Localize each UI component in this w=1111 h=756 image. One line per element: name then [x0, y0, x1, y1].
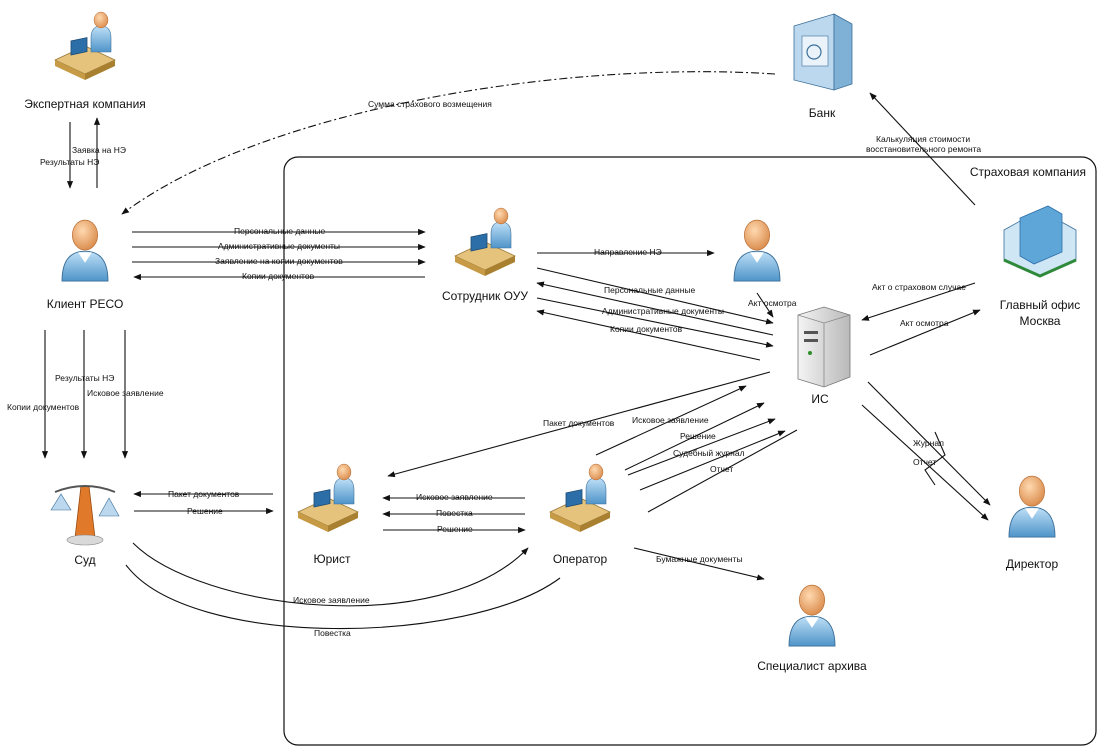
label-reshenie-lawyer: Решение: [437, 524, 473, 534]
ouu-worker-icon: [454, 207, 516, 277]
label-akt-osmotra-2: Акт осмотра: [900, 318, 949, 328]
bank-building-icon: [793, 13, 853, 91]
edge-bumazhnye: [633, 547, 765, 581]
operator-label: Оператор: [553, 552, 608, 566]
head-office-label-2: Москва: [1020, 314, 1061, 328]
label-admin: Административные документы: [218, 241, 340, 251]
label-summa: Сумма страхового возмещения: [368, 99, 492, 109]
expert-company-label: Экспертная компания: [24, 97, 146, 111]
edge-ouu-is-1: [536, 267, 774, 325]
edge-povestka-operator: [125, 564, 561, 630]
archive-label: Специалист архива: [757, 659, 867, 673]
client-person-icon: [61, 219, 109, 282]
edge-reshenie-is: [624, 402, 765, 471]
label-iskovoe-is: Исковое заявление: [632, 415, 709, 425]
label-admin-is: Административные документы: [602, 306, 724, 316]
insurance-company-container: [283, 156, 1097, 746]
label-otchet-is: Отчет: [710, 464, 733, 474]
office-building-icon: [1003, 205, 1077, 278]
label-rezultaty-court: Результаты НЭ: [55, 373, 114, 383]
label-personal: Персональные данные: [234, 226, 326, 236]
label-kalkulyaciya-2: восстановительного ремонта: [866, 144, 981, 154]
edge-ouu-is-3: [536, 297, 774, 348]
edge-akt-osmotra-head: [869, 309, 981, 356]
director-person-icon: [1008, 475, 1056, 538]
edge-iskovoe-is: [595, 385, 747, 456]
label-bumazhnye: Бумажные документы: [656, 554, 743, 564]
edge-sudebny-is: [627, 418, 776, 476]
head-office-label-1: Главный офис: [1000, 298, 1080, 312]
label-kalkulyaciya-1: Калькуляция стоимости: [876, 134, 970, 144]
label-reshenie-court: Решение: [187, 506, 223, 516]
edge-zhurnal: [867, 381, 991, 506]
bank-label: Банк: [809, 106, 836, 120]
label-iskovoe-lawyer: Исковое заявление: [416, 492, 493, 502]
label-zhurnal: Журнал: [913, 438, 944, 448]
lawyer-worker-icon: [297, 463, 359, 533]
label-akt-osmotra-1: Акт осмотра: [748, 298, 797, 308]
label-personal-is: Персональные данные: [604, 285, 696, 295]
label-akt-sluchae: Акт о страховом случае: [872, 282, 966, 292]
label-reshenie-is: Решение: [680, 431, 716, 441]
label-otchet-director: Отчет: [913, 457, 936, 467]
label-paket-court: Пакет документов: [168, 489, 240, 499]
archive-person-icon: [788, 584, 836, 647]
is-label: ИС: [811, 392, 829, 406]
label-napravlenie: Направление НЭ: [594, 247, 662, 257]
label-kopii: Копии документов: [242, 271, 315, 281]
container-label: Страховая компания: [970, 165, 1086, 179]
label-povestka-operator: Повестка: [314, 628, 351, 638]
label-zayavka-ne: Заявка на НЭ: [72, 145, 126, 155]
label-zayavlenie-kopii: Заявление на копии документов: [215, 256, 343, 266]
label-iskovoe-court: Исковое заявление: [87, 388, 164, 398]
edge-otchet-director: [861, 404, 989, 521]
label-sudebny-is: Судебный журнал: [673, 448, 745, 458]
label-iskovoe-operator: Исковое заявление: [293, 595, 370, 605]
label-kopii-is: Копии документов: [610, 324, 683, 334]
expert-person-icon: [733, 219, 781, 282]
ouu-label: Сотрудник ОУУ: [442, 289, 528, 303]
edge-zigzag: [924, 431, 946, 486]
scales-icon: [50, 485, 120, 546]
expert-desk-icon: [54, 11, 116, 81]
edge-summa: [121, 71, 776, 215]
director-label: Директор: [1006, 557, 1059, 571]
edge-paket-is: [387, 371, 771, 478]
client-label: Клиент РЕСО: [47, 297, 124, 311]
edge-kalkulyaciya: [869, 92, 976, 206]
server-icon: [797, 306, 851, 388]
operator-worker-icon: [549, 463, 611, 533]
edge-akt-osmotra-ne: [756, 292, 774, 318]
lawyer-label: Юрист: [314, 552, 352, 566]
label-povestka-lawyer: Повестка: [436, 508, 473, 518]
edge-ouu-is-2: [536, 281, 774, 336]
label-kopii-court: Копии документов: [7, 402, 80, 412]
edge-iskovoe-operator: [132, 542, 529, 607]
edge-ouu-is-4: [536, 309, 761, 361]
edge-akt-sluchae: [861, 282, 976, 321]
label-paket-is: Пакет документов: [543, 418, 615, 428]
court-label: Суд: [74, 553, 95, 567]
edge-extra-is: [647, 429, 798, 513]
label-rezultaty-ne: Результаты НЭ: [40, 157, 99, 167]
edge-otchet-is: [639, 430, 786, 491]
